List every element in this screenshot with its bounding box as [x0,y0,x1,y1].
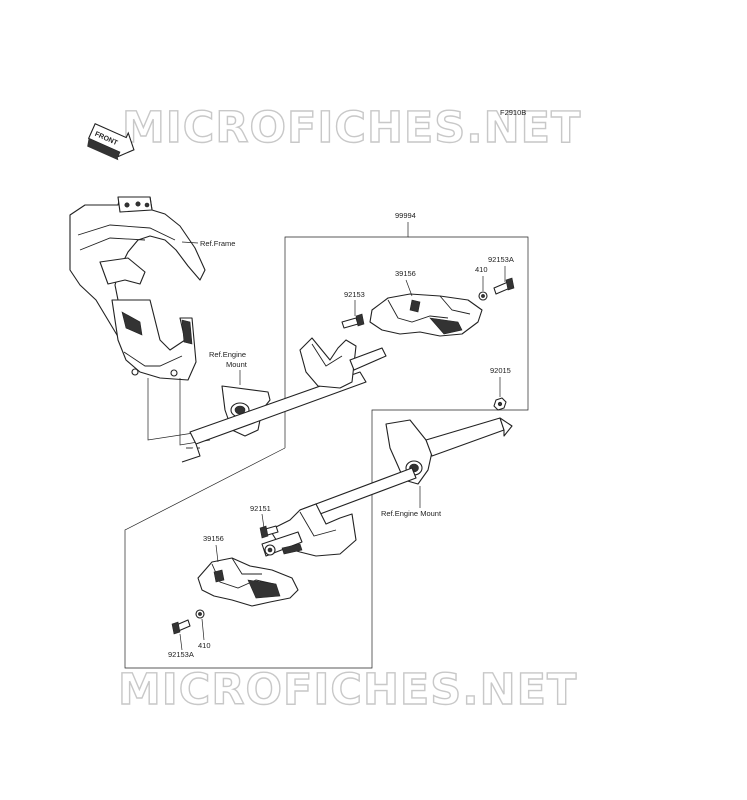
frame-section [69,196,206,381]
bolt-92153a-lower [171,619,191,635]
bracket-lower [261,503,357,557]
slider-lower-label: 39156 [203,534,224,543]
frame-slider-upper [369,293,483,337]
assembly-callout-box-right [124,236,529,669]
watermark-bottom: MICROFICHES.NET [118,665,577,715]
bolt-lower-end-label: 92153A [168,650,194,659]
bolt-92153a-upper [493,277,515,295]
bolt-upper-end-label: 92153A [488,255,514,264]
ref-engine-mount-label-1: Ref.Engine [209,350,246,359]
bolt-lower-mid-label: 92151 [250,504,271,513]
watermark-top: MICROFICHES.NET [122,103,581,153]
bracket-upper [299,337,387,389]
assembly-callout-box-upper [284,222,409,448]
washer-lower-label: 410 [198,641,211,650]
washer-lower [195,609,205,619]
nut-92015 [493,397,507,411]
bolt-upper-mid-label: 92153 [344,290,365,299]
ref-engine-mount-label-2: Mount [226,360,248,369]
washer-upper [478,291,488,301]
nut-label: 92015 [490,366,511,375]
assembly-label: 99994 [395,211,416,220]
figure-code: F2910B [500,108,526,117]
bolt-92153 [341,313,365,329]
front-arrow-icon: FRONT [87,123,135,161]
shaft-upper [181,371,367,463]
washer-upper-label: 410 [475,265,488,274]
slider-upper-label: 39156 [395,269,416,278]
ref-frame-label: Ref.Frame [200,239,235,248]
ref-engine-mount-right-label: Ref.Engine Mount [381,509,442,518]
frame-slider-lower [197,557,299,607]
bolt-92151 [259,525,279,539]
